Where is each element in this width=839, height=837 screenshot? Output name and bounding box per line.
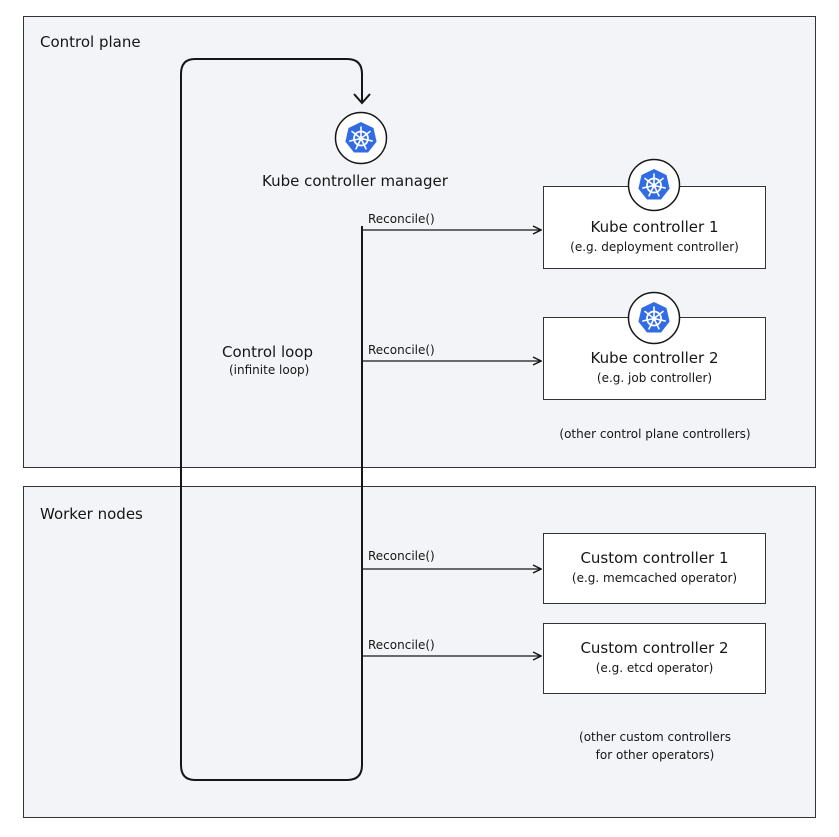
kube-controller-manager-label: Kube controller manager <box>262 172 448 190</box>
other-custom-controllers-note-line-2: for other operators) <box>595 748 715 762</box>
control-loop-arrowhead <box>353 93 371 105</box>
custom-controller-1-title: Custom controller 1 <box>580 549 729 567</box>
kubernetes-icon <box>627 158 681 212</box>
control-loop-path <box>180 58 363 781</box>
reconcile-label-3: Reconcile() <box>368 549 435 563</box>
kubernetes-icon <box>334 111 388 165</box>
other-custom-controllers-note: (other custom controllers for other oper… <box>535 728 775 764</box>
kube-controller-2-title: Kube controller 2 <box>590 349 719 367</box>
custom-controller-1-subtitle: (e.g. memcached operator) <box>571 571 738 585</box>
other-control-plane-controllers-note: (other control plane controllers) <box>559 427 751 441</box>
custom-controller-2-subtitle: (e.g. etcd operator) <box>595 661 714 675</box>
worker-nodes-title: Worker nodes <box>40 505 143 523</box>
control-plane-title: Control plane <box>40 33 141 51</box>
kubernetes-icon <box>627 291 681 345</box>
other-custom-controllers-note-line-1: (other custom controllers <box>579 730 731 744</box>
kube-controller-2-subtitle: (e.g. job controller) <box>596 371 713 385</box>
control-loop-sub-label: (infinite loop) <box>229 363 310 377</box>
control-loop-label: Control loop <box>222 343 314 361</box>
kube-controller-1-title: Kube controller 1 <box>590 218 719 236</box>
reconcile-label-4: Reconcile() <box>368 638 435 652</box>
reconcile-label-2: Reconcile() <box>368 343 435 357</box>
custom-controller-2-box: Custom controller 2 (e.g. etcd operator) <box>543 623 766 694</box>
custom-controller-1-box: Custom controller 1 (e.g. memcached oper… <box>543 533 766 604</box>
reconcile-label-1: Reconcile() <box>368 212 435 226</box>
custom-controller-2-title: Custom controller 2 <box>580 639 729 657</box>
kube-controller-1-subtitle: (e.g. deployment controller) <box>570 240 739 254</box>
